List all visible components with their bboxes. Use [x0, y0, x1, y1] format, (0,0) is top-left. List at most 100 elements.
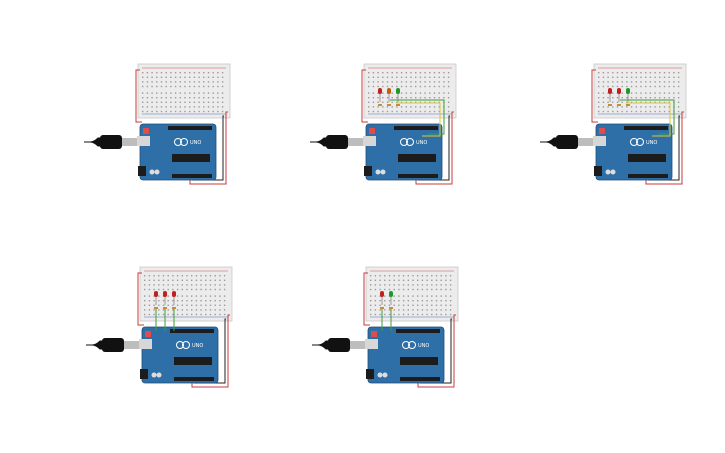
resistor [617, 104, 621, 106]
power-wire [591, 69, 598, 123]
signal-wire-yellow [396, 102, 441, 137]
circuit-drawing: UNO [86, 266, 233, 388]
vcc-wire [645, 111, 684, 185]
vcc-wire [415, 111, 454, 185]
vcc-wire [189, 111, 228, 185]
microcontroller-chip [172, 154, 210, 162]
usb-port [363, 136, 376, 146]
led-green [389, 291, 393, 297]
power-wire [135, 69, 142, 123]
resistor [396, 104, 400, 106]
power-jack [594, 166, 602, 176]
breadboard-holes [368, 72, 450, 113]
led-red [163, 291, 167, 297]
board-logo-text: UNO [646, 140, 657, 146]
usb-cable-plug [100, 135, 122, 149]
resistor [378, 104, 382, 106]
circuit-thumbnail-4[interactable]: UNO [82, 265, 242, 395]
circuit-drawing: UNO [312, 266, 459, 388]
led-red [378, 88, 382, 94]
resistor [389, 307, 393, 309]
microcontroller-chip [398, 154, 436, 162]
circuit-drawing: UNO [540, 63, 687, 185]
digital-header [396, 329, 440, 333]
capacitor [380, 169, 386, 175]
usb-port [137, 136, 150, 146]
led-red [154, 291, 158, 297]
circuit-thumbnail-1[interactable]: UNO [80, 62, 240, 192]
breadboard [137, 63, 231, 119]
led-red [380, 291, 384, 297]
capacitor [375, 169, 381, 175]
arduino-board [595, 123, 673, 181]
usb-cable-plug [102, 338, 124, 352]
circuit-drawing: UNO [84, 63, 231, 185]
usb-cable-plug [328, 338, 350, 352]
circuit-thumbnail-5[interactable]: UNO [308, 265, 468, 395]
logo-icon [176, 341, 184, 349]
digital-header [394, 126, 438, 130]
usb-cable-tip [84, 137, 101, 147]
logo-icon [630, 138, 638, 146]
signal-wire-green [390, 99, 445, 135]
digital-header [168, 126, 212, 130]
logo-icon [400, 138, 408, 146]
usb-cable-tip [310, 137, 327, 147]
led-orange [387, 88, 391, 94]
usb-connector [124, 341, 139, 349]
resistor [154, 307, 158, 309]
led-red [608, 88, 612, 94]
led-red [172, 291, 176, 297]
logo-icon [174, 138, 182, 146]
circuit-thumbnail-3[interactable]: UNO [536, 62, 696, 192]
board-logo-text: UNO [190, 140, 201, 146]
capacitor [610, 169, 616, 175]
power-jack [364, 166, 372, 176]
capacitor [154, 169, 160, 175]
digital-header [170, 329, 214, 333]
signal-wire-yellow [626, 102, 671, 137]
power-jack [140, 369, 148, 379]
led-red [617, 88, 621, 94]
analog-header [172, 174, 212, 178]
usb-port [139, 339, 152, 349]
vcc-wire [417, 314, 456, 388]
capacitor [151, 372, 157, 378]
board-logo-text: UNO [416, 140, 427, 146]
analog-header [398, 174, 438, 178]
logo-icon [182, 341, 190, 349]
power-wire [361, 69, 368, 123]
capacitor [156, 372, 162, 378]
usb-cable-plug [326, 135, 348, 149]
microcontroller-chip [400, 357, 438, 365]
usb-connector [350, 341, 365, 349]
usb-cable-tip [312, 340, 329, 350]
analog-header [628, 174, 668, 178]
logo-icon [408, 341, 416, 349]
board-logo-text: UNO [418, 343, 429, 349]
resistor [163, 307, 167, 309]
board-logo-text: UNO [192, 343, 203, 349]
usb-port [593, 136, 606, 146]
reset-button [143, 128, 149, 134]
microcontroller-chip [628, 154, 666, 162]
breadboard-holes [370, 275, 452, 316]
usb-port [365, 339, 378, 349]
power-jack [138, 166, 146, 176]
reset-button [599, 128, 605, 134]
capacitor [382, 372, 388, 378]
arduino-board [367, 326, 445, 384]
breadboard-holes [144, 275, 226, 316]
resistor [387, 104, 391, 106]
led-green [396, 88, 400, 94]
capacitor [149, 169, 155, 175]
usb-connector [122, 138, 137, 146]
logo-icon [406, 138, 414, 146]
circuit-thumbnail-2[interactable]: UNO [306, 62, 466, 192]
arduino-board [139, 123, 217, 181]
usb-cable-tip [86, 340, 103, 350]
reset-button [371, 331, 377, 337]
logo-icon [180, 138, 188, 146]
led-green [626, 88, 630, 94]
resistor [608, 104, 612, 106]
